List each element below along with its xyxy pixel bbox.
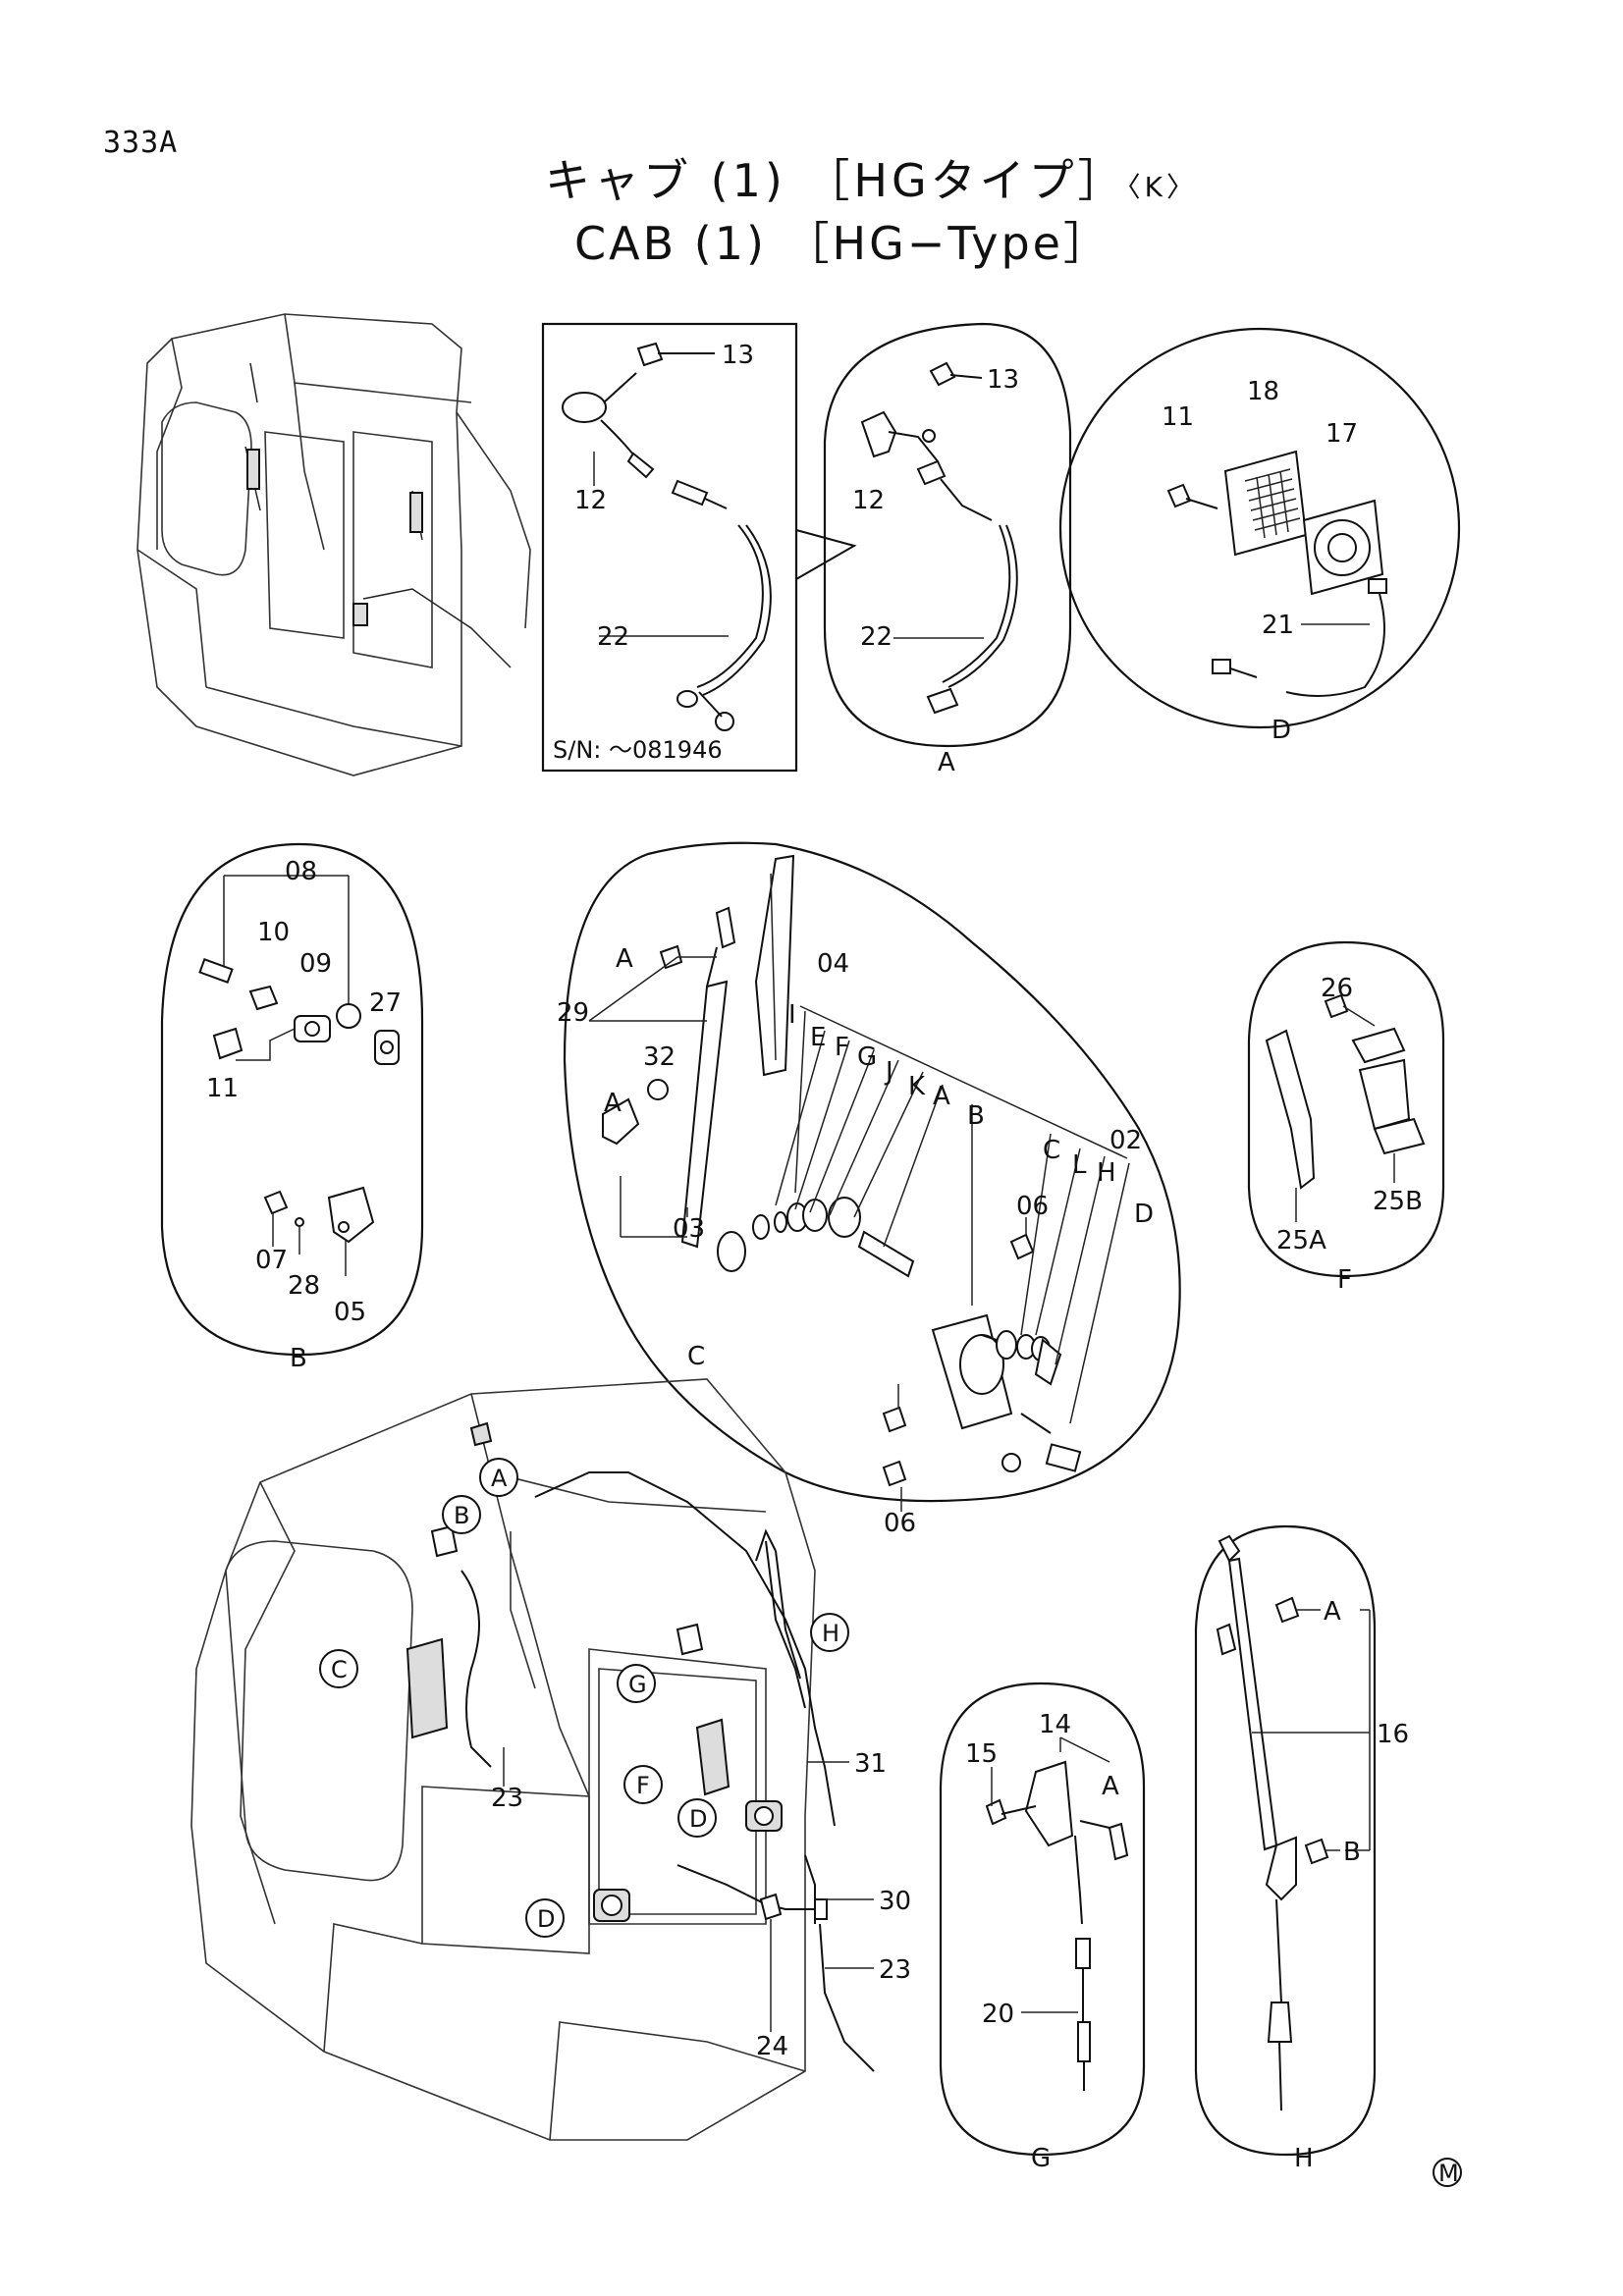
detail-label-c: C — [687, 1342, 705, 1371]
callout-28: 28 — [288, 1271, 320, 1301]
cab-marker-f: F — [636, 1772, 650, 1799]
detail-c — [563, 841, 1181, 1512]
cab-marker-d2: D — [537, 1905, 555, 1933]
callout-05: 05 — [334, 1298, 366, 1327]
c-letter-d: D — [1134, 1200, 1154, 1229]
callout-03: 03 — [673, 1214, 705, 1244]
c-letter-c: C — [1043, 1136, 1060, 1165]
callout-24: 24 — [756, 2032, 788, 2061]
callout-13-a: 13 — [987, 365, 1019, 395]
callout-11-b: 11 — [206, 1074, 239, 1103]
callout-06-b: 06 — [884, 1509, 916, 1538]
callout-22-box: 22 — [597, 622, 629, 652]
callout-14: 14 — [1039, 1710, 1071, 1739]
callout-07: 07 — [255, 1246, 288, 1275]
callout-21: 21 — [1262, 611, 1294, 640]
cab-marker-g: G — [628, 1671, 647, 1698]
ref-a-03: A — [604, 1089, 622, 1118]
callout-11-d: 11 — [1162, 402, 1194, 432]
detail-label-b: B — [290, 1344, 307, 1373]
callout-25a: 25A — [1276, 1226, 1326, 1255]
c-letter-j: J — [884, 1057, 893, 1087]
detail-label-a: A — [938, 748, 955, 777]
callout-13-box: 13 — [722, 341, 754, 370]
detail-a — [823, 322, 1072, 748]
callout-26: 26 — [1321, 974, 1353, 1003]
detail-g — [939, 1682, 1146, 2157]
callout-09: 09 — [299, 949, 332, 979]
detail-b — [160, 842, 424, 1357]
cab-marker-h: H — [822, 1620, 839, 1647]
callout-12-box: 12 — [574, 486, 607, 515]
detail-a-pointer — [795, 529, 857, 580]
detail-f — [1247, 940, 1445, 1278]
callout-17: 17 — [1325, 419, 1358, 449]
page-number: 333A — [103, 126, 179, 160]
c-letter-e: E — [810, 1023, 826, 1052]
detail-label-f: F — [1337, 1265, 1352, 1295]
callout-16: 16 — [1377, 1720, 1409, 1749]
callout-15: 15 — [965, 1739, 998, 1769]
ref-a-h: A — [1324, 1597, 1341, 1627]
cab-marker-d1: D — [689, 1805, 707, 1833]
c-letter-a: A — [933, 1082, 950, 1111]
detail-d — [1058, 327, 1461, 729]
c-letter-k: K — [908, 1072, 926, 1101]
callout-30: 30 — [879, 1887, 911, 1916]
ref-b-h: B — [1343, 1838, 1361, 1867]
callout-04: 04 — [817, 949, 849, 979]
c-letter-i: I — [788, 1000, 796, 1030]
cab-marker-c: C — [331, 1656, 348, 1683]
detail-label-d: D — [1271, 716, 1291, 745]
ref-a-g: A — [1102, 1772, 1119, 1801]
detail-h — [1194, 1524, 1377, 2157]
callout-08: 08 — [285, 857, 317, 886]
callout-06-a: 06 — [1016, 1192, 1049, 1221]
callout-22-a: 22 — [860, 622, 893, 652]
cab-marker-b: B — [454, 1502, 469, 1529]
c-letter-g: G — [857, 1042, 877, 1072]
detail-label-h: H — [1294, 2144, 1314, 2173]
m-mark: M — [1438, 2160, 1459, 2187]
detail-label-g: G — [1031, 2144, 1051, 2173]
callout-23-b: 23 — [879, 1955, 911, 1985]
callout-18: 18 — [1247, 377, 1279, 406]
m-mark-circle — [1433, 2158, 1462, 2187]
ref-a-29: A — [616, 944, 633, 974]
callout-25b: 25B — [1373, 1187, 1423, 1216]
page-title-japanese: キャブ (1) ［HGタイプ］〈K〉 — [545, 145, 1198, 210]
callout-10: 10 — [257, 918, 290, 947]
callout-29: 29 — [557, 998, 589, 1028]
cab-marker-a: A — [491, 1465, 508, 1492]
cab-overview-small — [136, 313, 531, 776]
serial-note: S/N: ～081946 — [553, 736, 723, 764]
serial-variant-box — [541, 322, 798, 773]
cab-main — [190, 1378, 875, 2141]
callout-12-a: 12 — [852, 486, 885, 515]
title-jp-suffix: 〈K〉 — [1126, 171, 1199, 203]
c-letter-b: B — [967, 1101, 985, 1131]
callout-32: 32 — [643, 1042, 676, 1072]
c-letter-h: H — [1097, 1158, 1116, 1188]
callout-27: 27 — [369, 988, 402, 1018]
c-letter-f: F — [835, 1033, 849, 1062]
c-letter-l: L — [1072, 1150, 1087, 1180]
callout-23-a: 23 — [491, 1784, 523, 1813]
callout-02: 02 — [1109, 1126, 1142, 1155]
callout-31: 31 — [854, 1749, 887, 1779]
page-title-english: CAB (1) ［HG−Type］ — [574, 217, 1111, 270]
title-jp-text: キャブ (1) ［HGタイプ］ — [545, 154, 1127, 207]
callout-20: 20 — [982, 2000, 1014, 2029]
